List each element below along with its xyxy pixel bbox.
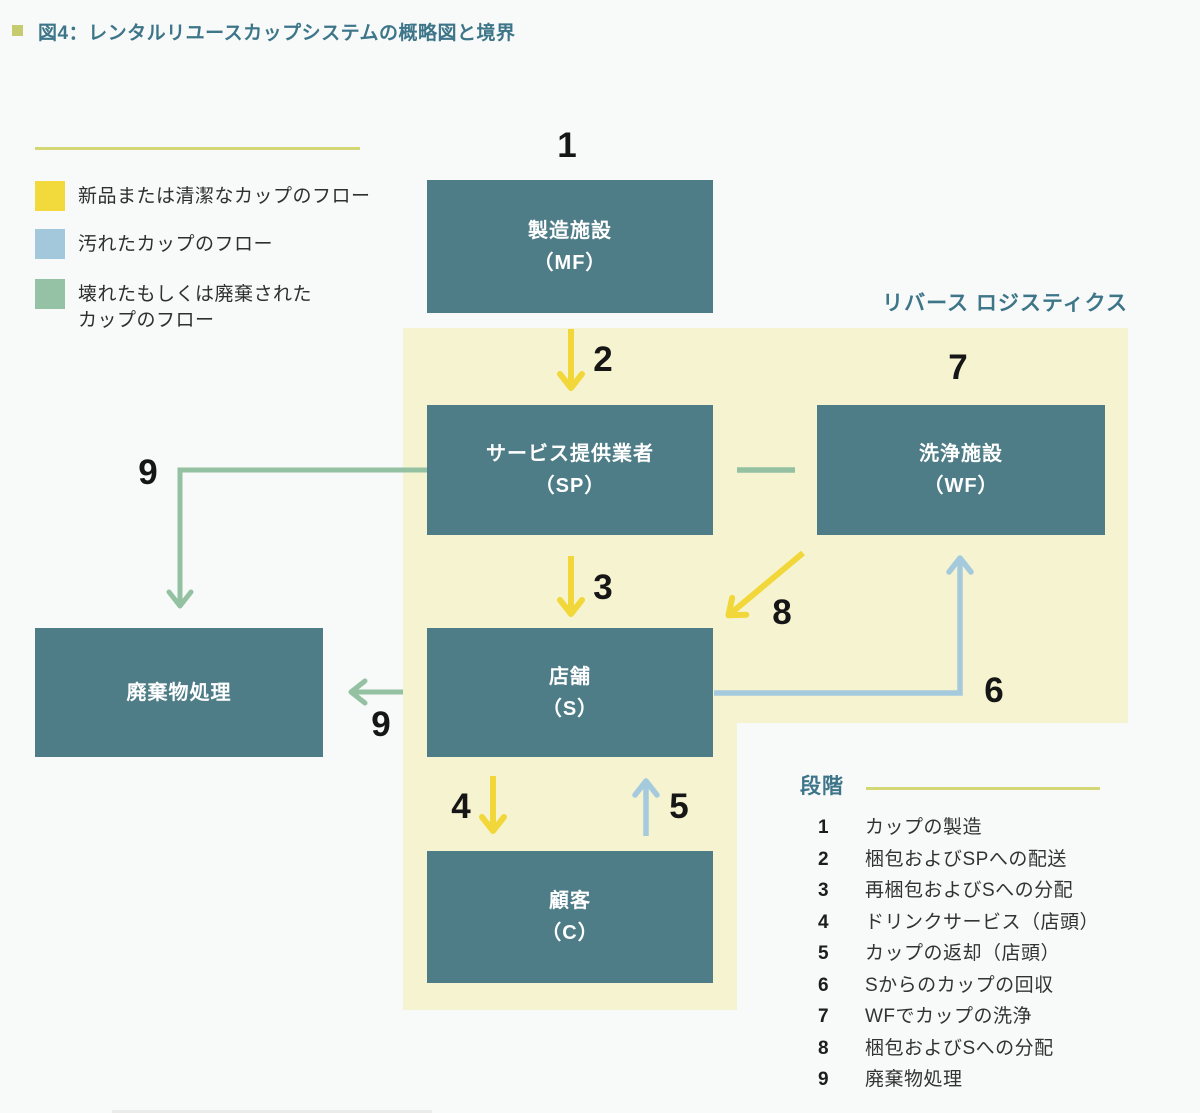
- node-mf-abbr: （MF）: [533, 251, 607, 274]
- stage-row-2: 2 梱包およびSPへの配送: [818, 848, 1099, 870]
- node-customer: 顧客 （C）: [427, 851, 713, 983]
- stage-num: 8: [818, 1037, 829, 1059]
- node-c-abbr: （C）: [541, 922, 599, 944]
- flow-number-4: 4: [451, 787, 471, 826]
- flow-number-8: 8: [772, 593, 792, 632]
- stages-list: 1 カップの製造 2 梱包およびSPへの配送 3 再梱包およびSへの分配 4 ド…: [818, 818, 1099, 1090]
- node-c-name: 顧客: [549, 890, 591, 912]
- stage-num: 4: [818, 911, 829, 933]
- stage-row-6: 6 Sからのカップの回収: [818, 974, 1099, 996]
- node-waste-treatment: 廃棄物処理: [35, 628, 323, 757]
- node-washing-facility: 洗浄施設 （WF）: [817, 405, 1105, 535]
- stage-row-5: 5 カップの返却（店頭）: [818, 944, 1099, 964]
- stage-row-4: 4 ドリンクサービス（店頭）: [818, 911, 1100, 933]
- stage-num: 2: [818, 848, 829, 870]
- node-sp-name: サービス提供業者: [486, 443, 654, 465]
- node-sp-abbr: （SP）: [534, 475, 606, 497]
- node-s-name: 店舗: [549, 665, 591, 688]
- flow-number-7: 7: [948, 348, 968, 387]
- node-manufacturing-facility: 製造施設 （MF）: [427, 180, 713, 313]
- figure-title: 図4：レンタルリユースカップシステムの概略図と境界: [38, 23, 516, 44]
- arrow-9-sp-to-waste: [166, 467, 427, 609]
- stage-label: 再梱包およびSへの分配: [865, 880, 1074, 901]
- stage-num: 1: [818, 817, 829, 838]
- flow-number-6: 6: [984, 671, 1004, 710]
- legend-swatch-broken: [35, 279, 65, 309]
- stage-row-8: 8 梱包およびSへの分配: [818, 1037, 1099, 1059]
- flow-number-3: 3: [593, 568, 613, 607]
- legend-swatch-new-clean: [35, 181, 65, 211]
- stage-label: 梱包およびSへの分配: [865, 1037, 1054, 1059]
- node-waste-name: 廃棄物処理: [126, 681, 232, 704]
- legend-divider: [35, 147, 360, 150]
- legend-swatch-dirty: [35, 229, 65, 259]
- stage-num: 9: [818, 1069, 829, 1090]
- stage-label: Sからのカップの回収: [865, 974, 1054, 996]
- flow-number-9-bottom: 9: [371, 705, 391, 744]
- stage-label: WFでカップの洗浄: [865, 1006, 1033, 1027]
- stage-num: 6: [818, 974, 829, 996]
- stages-title: 段階: [800, 775, 844, 798]
- reverse-logistics-label: リバース ロジスティクス: [882, 292, 1128, 315]
- stage-num: 5: [818, 943, 829, 964]
- stage-num: 3: [818, 880, 829, 901]
- node-wf-name: 洗浄施設: [919, 443, 1003, 465]
- stage-row-3: 3 再梱包およびSへの分配: [818, 881, 1099, 901]
- node-store: 店舗 （S）: [427, 628, 713, 757]
- stage-row-9: 9 廃棄物処理: [818, 1070, 1099, 1090]
- stage-num: 7: [818, 1006, 829, 1027]
- legend-label-broken-line1: 壊れたもしくは廃棄された: [78, 284, 313, 305]
- legend-label-dirty: 汚れたカップのフロー: [78, 234, 274, 255]
- legend-label-broken: 壊れたもしくは廃棄された カップのフロー: [78, 282, 312, 334]
- legend-label-new-clean: 新品または清潔なカップのフロー: [78, 186, 371, 207]
- flow-number-1: 1: [557, 126, 577, 165]
- title-bullet-icon: [12, 25, 23, 36]
- stage-row-1: 1 カップの製造: [818, 818, 1099, 838]
- stage-label: ドリンクサービス（店頭）: [865, 911, 1100, 933]
- node-wf-abbr: （WF）: [923, 475, 999, 497]
- flow-number-9-top: 9: [138, 453, 158, 492]
- bottom-edge-fragment: [112, 1110, 432, 1113]
- flow-number-2: 2: [593, 340, 613, 379]
- legend-label-broken-line2: カップのフロー: [78, 310, 215, 331]
- stage-row-7: 7 WFでカップの洗浄: [818, 1007, 1099, 1027]
- stage-label: カップの製造: [865, 817, 983, 838]
- node-service-provider: サービス提供業者 （SP）: [427, 405, 713, 535]
- node-s-abbr: （S）: [541, 697, 599, 720]
- stage-label: 梱包およびSPへの配送: [865, 848, 1067, 870]
- node-mf-name: 製造施設: [528, 219, 612, 242]
- stage-label: 廃棄物処理: [865, 1069, 963, 1090]
- stages-divider: [866, 787, 1100, 790]
- stage-label: カップの返却（店頭）: [865, 943, 1061, 964]
- flow-number-5: 5: [669, 787, 689, 826]
